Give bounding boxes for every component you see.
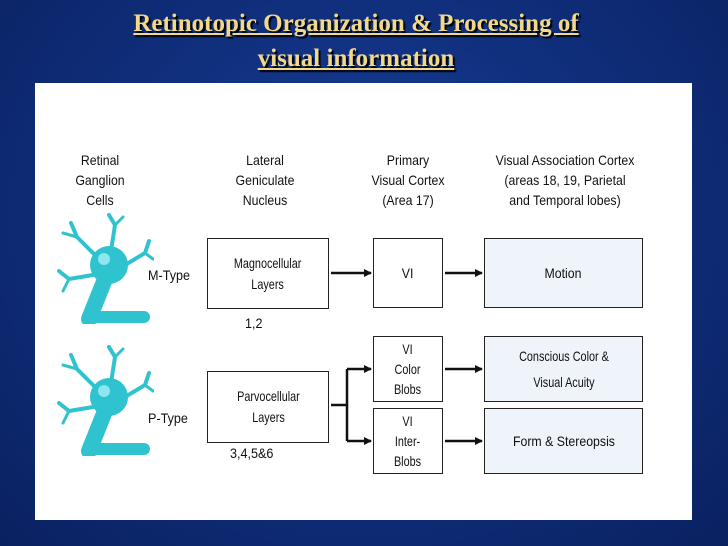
m-type-cell-icon: [57, 213, 154, 324]
header-primary-visual-cortex: Primary Visual Cortex (Area 17): [371, 152, 445, 208]
title-line-2: visual information: [257, 45, 455, 72]
magnocellular-layers-box: Magnocellular Layers: [207, 238, 329, 309]
slide-title: Retinotopic Organization & Processing of…: [0, 6, 712, 76]
p-type-cell-icon: [57, 345, 154, 456]
v1-interblobs-box: VI Inter- Blobs: [373, 408, 443, 474]
m-type-label: M-Type: [148, 267, 191, 283]
magno-layer-numbers: 1,2: [245, 315, 263, 331]
header-lateral-geniculate-nucleus: Lateral Geniculate Nucleus: [235, 152, 295, 208]
header-retinal-ganglion-cells: Retinal Ganglion Cells: [75, 152, 125, 208]
header-visual-association-cortex: Visual Association Cortex (areas 18, 19,…: [495, 152, 635, 208]
parvo-layer-numbers: 3,4,5&6: [230, 445, 274, 461]
conscious-color-visual-acuity-box: Conscious Color & Visual Acuity: [484, 336, 643, 402]
title-line-1: Retinotopic Organization & Processing of: [133, 10, 579, 37]
diagram-panel: Retinal Ganglion Cells Lateral Geniculat…: [35, 83, 692, 520]
parvocellular-layers-box: Parvocellular Layers: [207, 371, 329, 443]
v1-color-blobs-box: VI Color Blobs: [373, 336, 443, 402]
v1-box: VI: [373, 238, 443, 308]
flow-arrows: [331, 269, 483, 445]
p-type-label: P-Type: [148, 410, 188, 426]
motion-box: Motion: [484, 238, 643, 308]
form-stereopsis-box: Form & Stereopsis: [484, 408, 643, 474]
